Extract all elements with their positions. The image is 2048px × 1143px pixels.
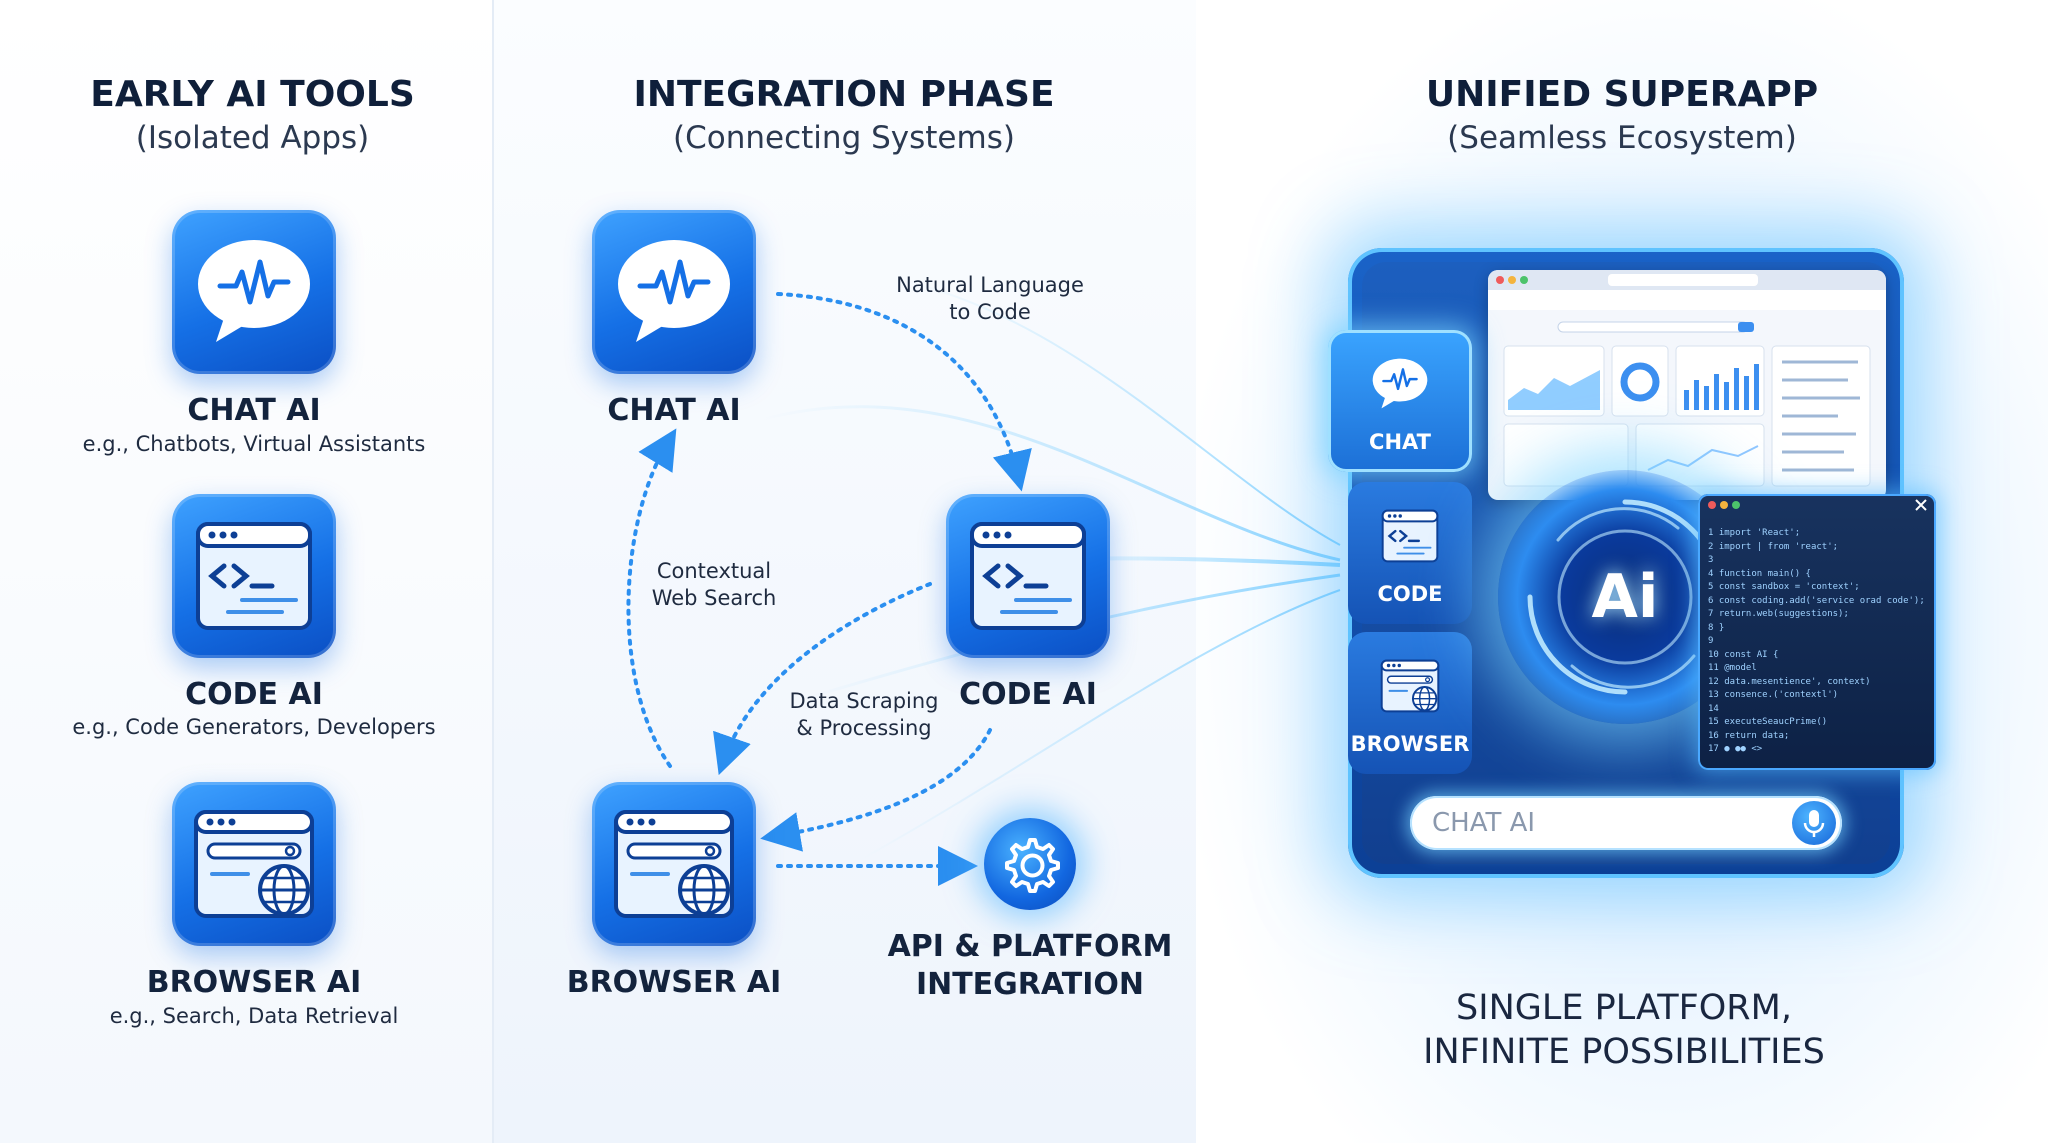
integration-browser-ai-icon xyxy=(592,782,756,946)
code-line: 5 const sandbox = 'context'; xyxy=(1708,582,1860,592)
flow-label-nl-line2: to Code xyxy=(949,300,1031,324)
integration-code-ai-icon xyxy=(946,494,1110,658)
flow-label-web-line1: Contextual xyxy=(656,559,772,583)
api-title-line1: API & PLATFORM xyxy=(887,929,1173,964)
code-line: 4 function main() { xyxy=(1708,568,1811,579)
superapp-code-window: 1 import 'React'; 2 import | from 'react'… xyxy=(1698,494,1936,770)
superapp-tab-chat-label: CHAT xyxy=(1369,430,1431,454)
early-code-ai-icon xyxy=(172,494,336,658)
stage-early-title: EARLY AI TOOLS xyxy=(90,74,415,115)
integration-chat-ai-label: CHAT AI xyxy=(607,393,741,428)
flow-label-scraping-line1: Data Scraping xyxy=(789,689,939,713)
code-line: 12 data.mesentience', context) xyxy=(1708,676,1871,687)
superapp-browser-window xyxy=(1488,270,1886,500)
superapp-tab-browser-label: BROWSER xyxy=(1350,732,1470,756)
early-browser-ai-desc: e.g., Search, Data Retrieval xyxy=(109,1004,399,1028)
code-line: 10 const AI { xyxy=(1708,649,1779,660)
code-line: 2 import | from 'react'; xyxy=(1708,541,1839,552)
early-chat-ai-desc: e.g., Chatbots, Virtual Assistants xyxy=(82,432,426,456)
stage-integration-subtitle: (Connecting Systems) xyxy=(673,120,1015,156)
stage-integration-title: INTEGRATION PHASE xyxy=(633,74,1055,115)
code-line: 3 xyxy=(1708,555,1714,565)
code-line: 17 ● ●● <> xyxy=(1708,744,1763,754)
code-line: 1 import 'React'; xyxy=(1708,528,1801,538)
tab-code-icon xyxy=(1370,496,1450,576)
superapp-chat-input[interactable]: CHAT AI xyxy=(1410,796,1842,850)
api-integration-title: API & PLATFORM INTEGRATION xyxy=(870,928,1190,1004)
tagline-line2: INFINITE POSSIBILITIES xyxy=(1423,1032,1825,1072)
early-browser-ai-label: BROWSER AI xyxy=(146,965,362,1000)
code-line: 13 consence.('contextl') xyxy=(1708,690,1839,700)
tab-browser-icon xyxy=(1370,646,1450,726)
stage-unified-title: UNIFIED SUPERAPP xyxy=(1425,74,1819,115)
integration-chat-ai-icon xyxy=(592,210,756,374)
mic-button[interactable] xyxy=(1792,801,1836,845)
early-code-ai-label: CODE AI xyxy=(185,677,323,712)
chat-input-placeholder: CHAT AI xyxy=(1432,808,1536,838)
api-gear-icon xyxy=(984,818,1076,910)
code-line: 8 } xyxy=(1708,622,1725,633)
superapp-tab-browser[interactable]: BROWSER xyxy=(1348,632,1472,774)
code-line: 6 const coding.add('service orad code'); xyxy=(1708,595,1925,606)
superapp-tagline: SINGLE PLATFORM, INFINITE POSSIBILITIES xyxy=(1300,986,1948,1074)
superapp-tab-code-label: CODE xyxy=(1377,582,1443,606)
flow-label-scraping: Data Scraping & Processing xyxy=(744,688,984,742)
tab-chat-icon xyxy=(1360,344,1440,424)
ai-orb-text: Ai xyxy=(1591,562,1659,632)
stage-early-subtitle: (Isolated Apps) xyxy=(135,120,370,156)
tagline-line1: SINGLE PLATFORM, xyxy=(1456,988,1792,1028)
flow-label-scraping-line2: & Processing xyxy=(796,716,932,740)
early-browser-ai-icon xyxy=(172,782,336,946)
code-line: 11 @model xyxy=(1708,663,1757,673)
early-chat-ai-label: CHAT AI xyxy=(187,393,321,428)
early-chat-ai-icon xyxy=(172,210,336,374)
code-line: 9 xyxy=(1708,636,1714,646)
flow-label-nl-line1: Natural Language xyxy=(896,273,1084,297)
integration-code-ai-label: CODE AI xyxy=(959,677,1097,712)
flow-label-web-line2: Web Search xyxy=(651,586,777,610)
microphone-icon xyxy=(1803,810,1825,837)
superapp-tab-chat[interactable]: CHAT xyxy=(1328,330,1472,472)
integration-browser-ai-label: BROWSER AI xyxy=(566,965,782,1000)
flow-label-nl-to-code: Natural Language to Code xyxy=(870,272,1110,326)
stage-unified-subtitle: (Seamless Ecosystem) xyxy=(1447,120,1797,156)
code-line: 15 executeSeaucPrime() xyxy=(1708,717,1828,727)
api-title-line2: INTEGRATION xyxy=(915,967,1145,1002)
flow-label-web-search: Contextual Web Search xyxy=(594,558,834,612)
code-line: 7 return.web(suggestions); xyxy=(1708,609,1849,619)
early-code-ai-desc: e.g., Code Generators, Developers xyxy=(72,715,436,739)
superapp-tab-code[interactable]: CODE xyxy=(1348,482,1472,624)
code-line: 16 return data; xyxy=(1708,730,1790,741)
code-line: 14 xyxy=(1708,703,1719,714)
